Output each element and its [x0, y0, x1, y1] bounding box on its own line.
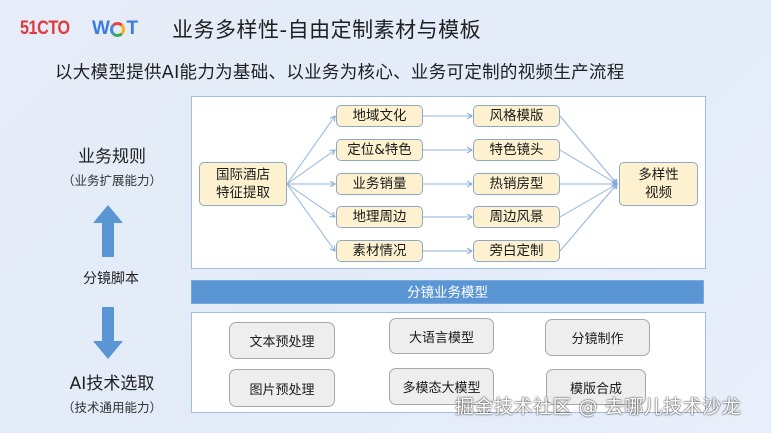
storyboard-model-band: 分镜业务模型 [191, 280, 704, 304]
feature-node[interactable]: 素材情况 [336, 240, 423, 262]
output-node[interactable]: 热销房型 [473, 173, 560, 195]
feature-node[interactable]: 定位&特色 [336, 139, 423, 161]
watermark: 掘金技术社区 @ 去哪儿技术沙龙 [455, 396, 742, 418]
arrow-down-icon [93, 307, 123, 359]
feature-node[interactable]: 地理周边 [336, 206, 423, 228]
source-node[interactable]: 国际酒店 特征提取 [199, 162, 287, 206]
slide-subtitle: 以大模型提供AI能力为基础、以业务为核心、业务可定制的视频生产流程 [55, 63, 625, 83]
feature-node[interactable]: 地域文化 [336, 105, 423, 127]
image-preprocess-box[interactable]: 图片预处理 [229, 369, 335, 407]
storyboard-script-label: 分镜脚本 [83, 271, 139, 287]
storyboard-make-box[interactable]: 分镜制作 [545, 319, 650, 356]
logo-wot: W T [92, 18, 138, 39]
output-node[interactable]: 旁白定制 [473, 240, 560, 262]
multimodal-model-box[interactable]: 多模态大模型 [389, 368, 494, 405]
llm-box[interactable]: 大语言模型 [389, 318, 494, 354]
result-node[interactable]: 多样性 视频 [619, 162, 698, 206]
logo-51cto: 51CTO [20, 18, 70, 39]
output-node[interactable]: 风格模版 [473, 105, 560, 127]
template-compose-box[interactable]: 模版合成 [546, 369, 646, 405]
feature-node[interactable]: 业务销量 [336, 173, 423, 195]
arrow-up-icon [93, 205, 123, 257]
business-rules-label: 业务规则 （业务扩展能力） [61, 147, 162, 188]
slide-title: 业务多样性-自由定制素材与模板 [172, 18, 482, 42]
text-preprocess-box[interactable]: 文本预处理 [229, 322, 335, 359]
logo-ring-icon [110, 21, 126, 37]
output-node[interactable]: 特色镜头 [473, 139, 560, 161]
logo: 51CTO W T [20, 18, 138, 40]
output-node[interactable]: 周边风景 [473, 206, 560, 228]
ai-tech-label: AI技术选取 （技术通用能力） [61, 374, 162, 415]
